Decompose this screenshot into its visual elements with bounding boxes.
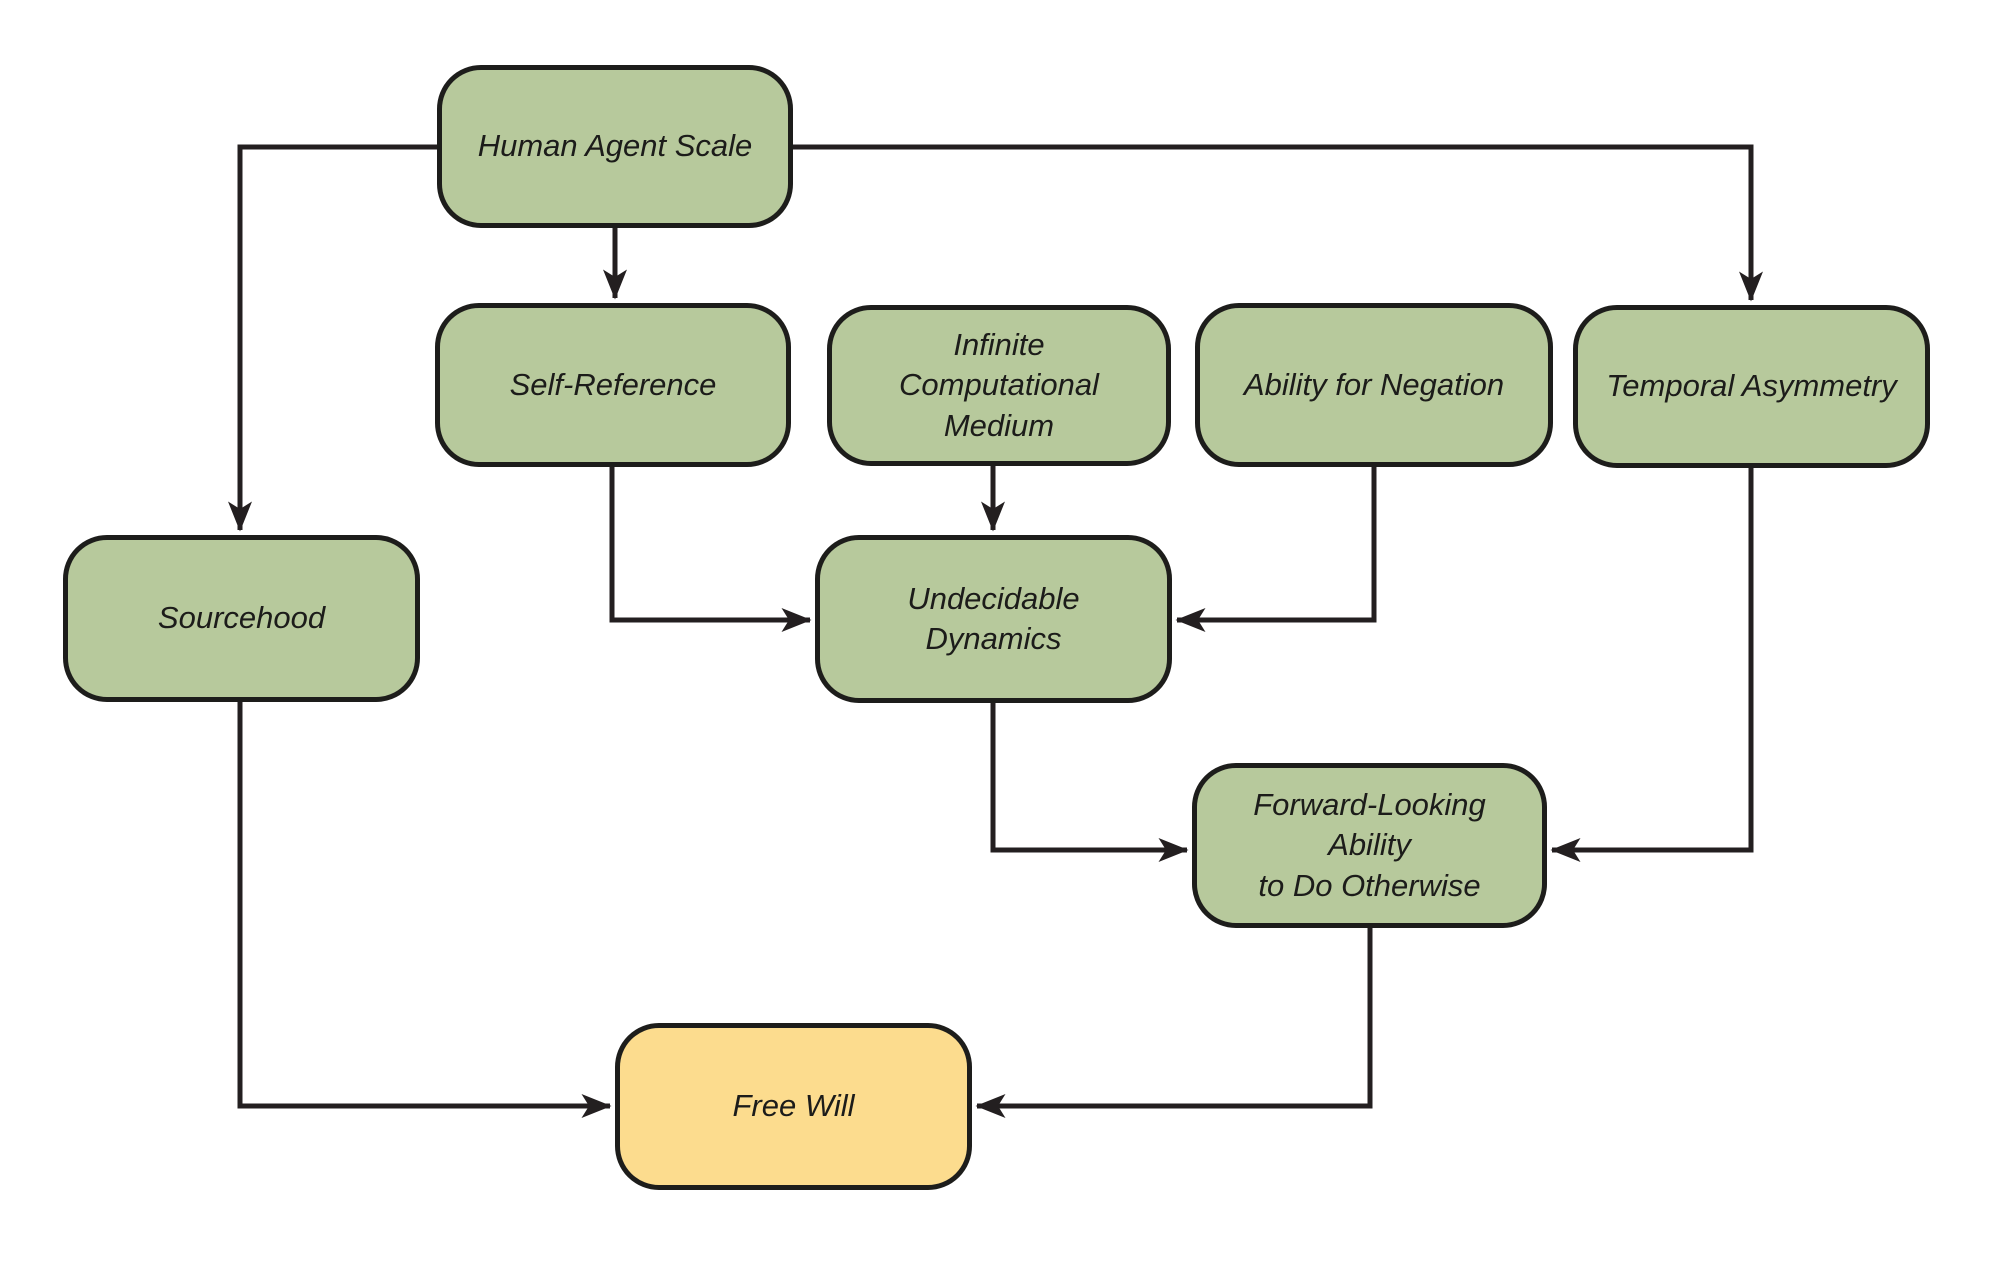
node-infinite-computational-medium: Infinite Computational Medium (827, 305, 1171, 466)
node-temporal-asymmetry: Temporal Asymmetry (1573, 305, 1930, 468)
node-human-agent-scale: Human Agent Scale (437, 65, 793, 228)
node-sourcehood: Sourcehood (63, 535, 420, 702)
edge-ability-for-negation-to-undecidable-dynamics (1175, 467, 1377, 632)
edge-undecidable-dynamics-to-forward-looking-ability (990, 703, 1189, 862)
edge-forward-looking-ability-to-free-will (975, 928, 1373, 1118)
edge-self-reference-to-undecidable-dynamics (609, 467, 812, 632)
node-free-will: Free Will (615, 1023, 972, 1190)
node-ability-for-negation: Ability for Negation (1195, 303, 1553, 467)
edge-sourcehood-to-free-will (237, 702, 612, 1118)
node-self-reference: Self-Reference (435, 303, 791, 467)
edge-temporal-asymmetry-to-forward-looking-ability (1550, 468, 1754, 862)
node-forward-looking-ability: Forward-Looking Ability to Do Otherwise (1192, 763, 1547, 928)
edge-human-agent-scale-to-temporal-asymmetry (793, 144, 1763, 302)
node-undecidable-dynamics: Undecidable Dynamics (815, 535, 1172, 703)
edge-human-agent-scale-to-sourcehood (228, 144, 437, 532)
